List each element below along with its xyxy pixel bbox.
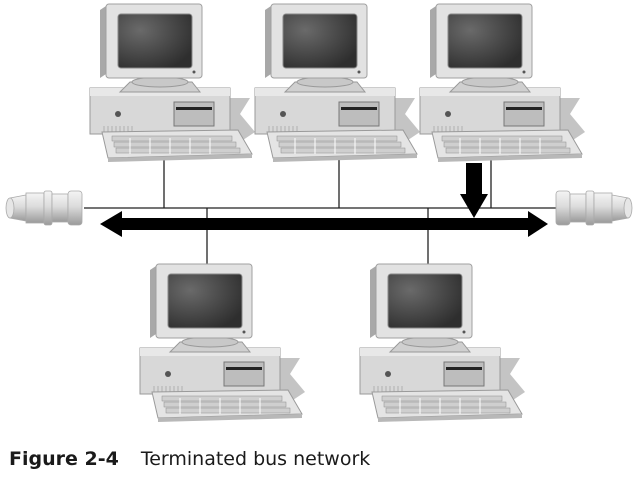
bus-network-diagram <box>5 3 633 423</box>
figure-title: Terminated bus network <box>140 448 371 470</box>
transmit-arrow-icon <box>460 163 488 218</box>
figure-label: Figure 2-4 <box>9 448 119 470</box>
terminator-left-icon <box>5 190 83 226</box>
drop-cables <box>163 160 492 264</box>
terminator-right-icon <box>555 190 633 226</box>
computer-top-2 <box>254 3 421 163</box>
signal-arrow-icon <box>100 211 548 237</box>
computer-bottom-2 <box>359 263 526 423</box>
computer-top-1 <box>89 3 256 163</box>
computer-bottom-1 <box>139 263 306 423</box>
figure-caption: Figure 2-4 Terminated bus network <box>9 448 370 470</box>
computer-top-3 <box>419 3 586 163</box>
